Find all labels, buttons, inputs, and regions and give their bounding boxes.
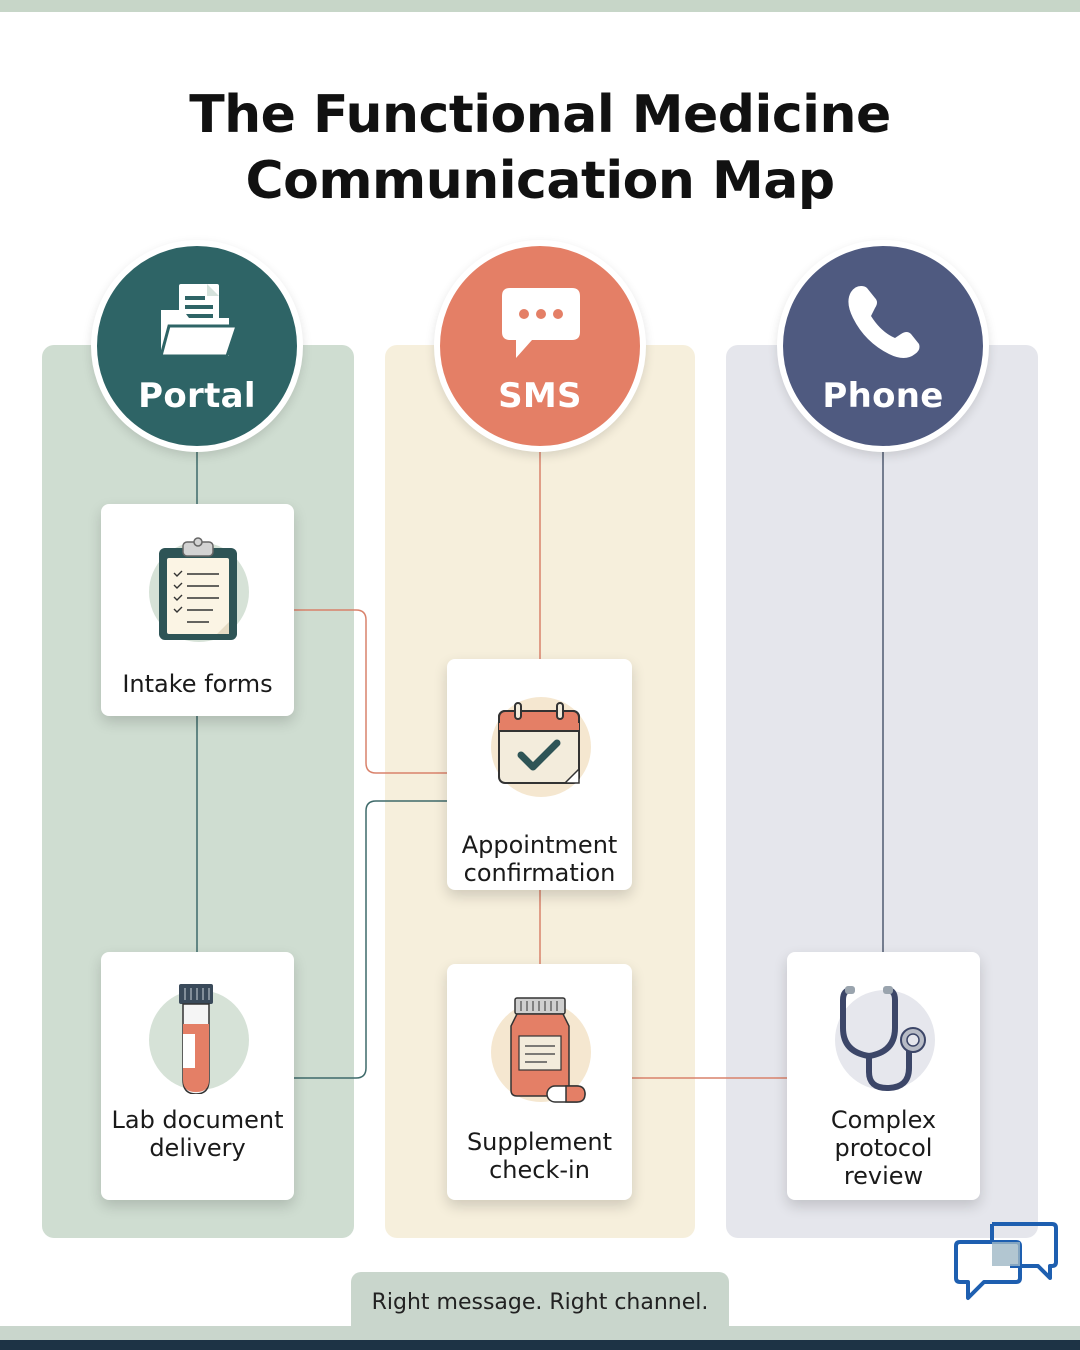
chat-bubble-icon xyxy=(492,274,588,374)
chat-bubbles-logo-icon xyxy=(954,1220,1060,1304)
phone-label: Phone xyxy=(822,376,944,416)
tagline: Right message. Right channel. xyxy=(351,1272,729,1332)
test-tube-icon xyxy=(143,984,253,1094)
appointment-confirmation-card: Appointment confirmation xyxy=(447,659,632,890)
portal-channel-circle: Portal xyxy=(91,240,303,452)
title-line-2: Communication Map xyxy=(245,151,835,211)
portal-label: Portal xyxy=(138,376,256,416)
supplement-check-in-label: Supplement check-in xyxy=(466,1128,613,1184)
calendar-check-icon xyxy=(485,691,595,801)
complex-protocol-review-card: Complex protocol review xyxy=(787,952,980,1200)
intake-forms-card: Intake forms xyxy=(101,504,294,716)
intake-to-appointment-line xyxy=(294,609,447,774)
phone-channel-circle: Phone xyxy=(777,240,989,452)
supplement-bottle-icon xyxy=(485,996,595,1106)
bottom-dark-strip xyxy=(0,1340,1080,1350)
appointment-confirmation-label: Appointment confirmation xyxy=(461,831,618,887)
lab-document-delivery-card: Lab document delivery xyxy=(101,952,294,1200)
supplement-check-in-card: Supplement check-in xyxy=(447,964,632,1200)
top-accent-strip xyxy=(0,0,1080,12)
sms-channel-circle: SMS xyxy=(434,240,646,452)
page-title: The Functional Medicine Communication Ma… xyxy=(0,82,1080,214)
phone-handset-icon xyxy=(835,274,931,374)
bottom-accent-strip xyxy=(0,1326,1080,1340)
lab-document-delivery-label: Lab document delivery xyxy=(111,1106,284,1162)
document-folder-icon xyxy=(149,274,245,374)
stethoscope-icon xyxy=(829,984,939,1094)
sms-label: SMS xyxy=(498,376,582,416)
clipboard-checklist-icon xyxy=(143,536,253,646)
lab-to-appointment-line xyxy=(294,800,447,1079)
title-line-1: The Functional Medicine xyxy=(189,85,891,145)
complex-protocol-review-label: Complex protocol review xyxy=(830,1106,937,1190)
intake-forms-label: Intake forms xyxy=(122,670,273,698)
